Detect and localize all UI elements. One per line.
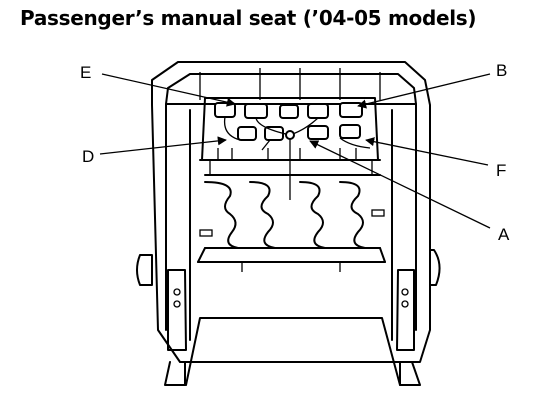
callout-label-e: E xyxy=(80,63,91,82)
leader-d xyxy=(99,136,227,155)
connector-block xyxy=(237,126,257,141)
callout-label-b: B xyxy=(496,61,507,80)
callout-label-a: A xyxy=(498,225,510,244)
leader-e xyxy=(101,73,236,107)
connector-block xyxy=(307,103,329,119)
connector-block xyxy=(244,103,268,119)
seat-frame xyxy=(136,61,441,386)
connector-block xyxy=(279,104,299,119)
connector-block xyxy=(339,124,361,139)
connector-block xyxy=(214,102,236,118)
connector-block xyxy=(339,102,363,118)
diagram-title: Passenger’s manual seat (’04-05 models) xyxy=(20,6,477,30)
spring-panel xyxy=(197,148,386,272)
callout-label-d: D xyxy=(82,147,94,166)
callout-label-f: F xyxy=(496,161,506,180)
leader-a xyxy=(309,140,491,229)
connector-block xyxy=(307,125,329,140)
leader-b xyxy=(357,73,491,109)
callout-leaders xyxy=(99,73,491,229)
leader-f xyxy=(365,137,489,166)
upper-crossbar xyxy=(201,97,379,200)
